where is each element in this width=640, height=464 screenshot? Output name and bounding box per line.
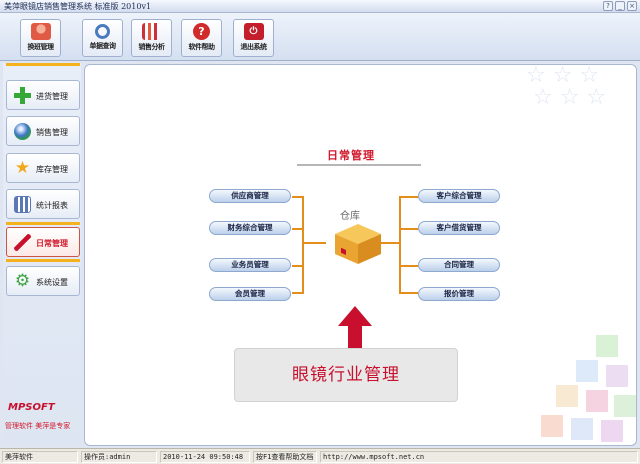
minimize-button[interactable]: _ <box>615 1 625 11</box>
star-icon: ★ <box>14 158 31 178</box>
bar-chart-icon <box>141 23 162 40</box>
nav-divider <box>6 222 80 225</box>
decorative-cubes <box>541 335 636 442</box>
right-connector <box>399 265 418 267</box>
decorative-stars: ☆ ☆ ☆ ☆ ☆ ☆ <box>526 64 607 110</box>
exit-icon: ⏻ <box>243 23 264 40</box>
right-connector <box>399 228 418 230</box>
software-help-button[interactable]: ? 软件帮助 <box>181 19 222 57</box>
salesperson-management-button[interactable]: 业务员管理 <box>209 258 291 272</box>
nav-divider <box>6 259 80 262</box>
user-switch-icon <box>30 23 51 40</box>
left-connector <box>304 242 326 244</box>
left-connector <box>292 196 304 294</box>
status-software: 美萍软件 <box>2 451 78 463</box>
finance-management-button[interactable]: 财务综合管理 <box>209 221 291 235</box>
page-title: 日常管理 <box>327 149 375 162</box>
main-panel: ☆ ☆ ☆ ☆ ☆ ☆ 日常管理 供应商管理 财务综合管理 业务员管理 会员管理… <box>84 64 637 446</box>
customer-management-button[interactable]: 客户综合管理 <box>418 189 500 203</box>
customer-loan-button[interactable]: 客户借货管理 <box>418 221 500 235</box>
quotation-management-button[interactable]: 报价管理 <box>418 287 500 301</box>
globe-icon <box>14 123 31 140</box>
warehouse-label: 仓库 <box>340 211 360 222</box>
sidebar-item-purchase[interactable]: 进货管理 <box>6 80 80 110</box>
contract-management-button[interactable]: 合同管理 <box>418 258 500 272</box>
broom-icon <box>14 234 31 251</box>
member-management-button[interactable]: 会员管理 <box>209 287 291 301</box>
status-help: 按F1查看帮助文档 <box>253 451 317 463</box>
left-connector <box>292 265 304 267</box>
window-title: 美萍眼镜店销售管理系统 标准版 2010v1 <box>4 2 152 11</box>
status-datetime: 2010-11-24 09:50:48 <box>160 451 250 463</box>
toolbar: 换班管理 单据查询 销售分析 ? 软件帮助 ⏻ 退出系统 <box>0 13 640 61</box>
plus-icon <box>14 87 31 104</box>
up-arrow-icon <box>338 306 372 348</box>
close-button[interactable]: × <box>627 1 637 11</box>
warehouse-box-icon[interactable] <box>333 222 383 266</box>
shift-management-button[interactable]: 换班管理 <box>20 19 61 57</box>
status-bar: 美萍软件 操作员:admin 2010-11-24 09:50:48 按F1查看… <box>0 448 640 464</box>
supplier-management-button[interactable]: 供应商管理 <box>209 189 291 203</box>
sidebar-item-inventory[interactable]: ★ 库存管理 <box>6 153 80 183</box>
sidebar-item-sales[interactable]: 销售管理 <box>6 116 80 146</box>
report-icon <box>14 196 31 213</box>
magnifier-icon <box>95 24 110 39</box>
brand-logo: MPSOFT <box>8 402 55 413</box>
right-connector <box>399 196 418 294</box>
sidebar-item-reports[interactable]: 统计报表 <box>6 189 80 219</box>
help-icon: ? <box>193 23 210 40</box>
document-query-button[interactable]: 单据查询 <box>82 19 123 57</box>
nav-divider <box>6 63 80 66</box>
status-url: http://www.mpsoft.net.cn <box>320 451 638 463</box>
brand-slogan: 管理软件 美萍是专家 <box>5 422 71 430</box>
sidebar-item-daily[interactable]: 日常管理 <box>6 227 80 257</box>
status-operator: 操作员:admin <box>81 451 157 463</box>
help-window-button[interactable]: ? <box>603 1 613 11</box>
title-bar: 美萍眼镜店销售管理系统 标准版 2010v1 ? _ × <box>0 0 640 13</box>
title-underline <box>297 164 421 166</box>
industry-banner: 眼镜行业管理 <box>234 348 458 402</box>
left-connector <box>292 228 304 230</box>
sales-analysis-button[interactable]: 销售分析 <box>131 19 172 57</box>
right-connector <box>381 242 399 244</box>
gear-icon: ⚙ <box>14 271 31 291</box>
exit-system-button[interactable]: ⏻ 退出系统 <box>233 19 274 57</box>
sidebar: 进货管理 销售管理 ★ 库存管理 统计报表 日常管理 ⚙ 系统设置 <box>3 63 81 444</box>
sidebar-item-settings[interactable]: ⚙ 系统设置 <box>6 266 80 296</box>
